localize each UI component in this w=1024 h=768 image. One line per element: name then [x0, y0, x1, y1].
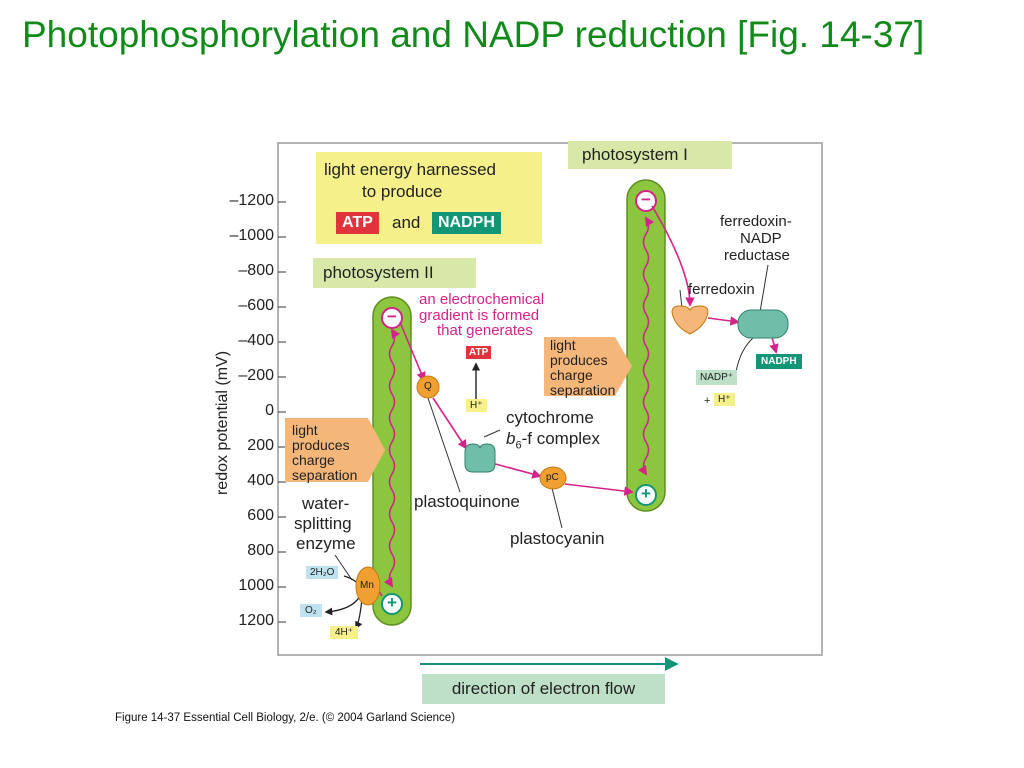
- cytochrome-rest: -f complex: [521, 429, 601, 448]
- tick-label: 400: [247, 472, 274, 489]
- arrow-q-to-cyto: [432, 397, 468, 450]
- slide-title: Photophosphorylation and NADP reduction …: [22, 14, 925, 55]
- arrow-pc-to-ps1: [564, 483, 634, 496]
- tick-label: 0: [265, 402, 274, 419]
- axis-ticks: [278, 201, 286, 623]
- tick-label: –200: [238, 367, 274, 384]
- legend-and: and: [392, 213, 421, 232]
- tick-label: 600: [247, 507, 274, 524]
- pc-carrier: [539, 466, 567, 490]
- gradient-text-line3: that generates: [437, 322, 533, 339]
- mn-label: Mn: [360, 580, 374, 591]
- cytochrome-complex-label: b6-f complex: [506, 429, 600, 451]
- electron-flow-label: direction of electron flow: [422, 674, 665, 704]
- nadp-h-badge: H⁺: [714, 393, 735, 406]
- arrow-ferredoxin-to-fnr: [707, 316, 740, 326]
- ps1-charge-text-2: produces: [550, 352, 608, 368]
- ps1-plus-sign: +: [641, 484, 651, 503]
- ps1-plus-circle: [635, 484, 657, 506]
- ps1-charge-text-4: separation: [550, 382, 616, 398]
- figure-caption: Figure 14-37 Essential Cell Biology, 2/e…: [115, 712, 456, 724]
- ps2-charge-arrow: [285, 418, 385, 482]
- ps2-charge-text-4: separation: [292, 467, 358, 483]
- legend-line2: to produce: [362, 182, 443, 201]
- cytochrome-sub: 6: [515, 439, 522, 452]
- q-label: Q: [424, 381, 432, 392]
- arrow-ps2-to-q: [399, 321, 426, 382]
- tick-label: –1000: [229, 227, 275, 244]
- legend-nadph-badge: NADPH: [432, 212, 501, 234]
- ps1-minus-circle: [635, 190, 657, 212]
- cytochrome-label: cytochrome: [506, 408, 594, 427]
- q-carrier: [416, 375, 440, 399]
- photosystem-i-label: photosystem I: [568, 141, 732, 169]
- ps1-charge-text-1: light: [550, 337, 576, 353]
- ps1-minus-sign: −: [641, 190, 651, 209]
- tick-label: 200: [247, 437, 274, 454]
- plastocyanin-label: plastocyanin: [510, 529, 605, 548]
- ps2-minus-circle: [381, 307, 403, 329]
- tick-label: 1000: [238, 577, 274, 594]
- ps2-plus-circle: [381, 593, 403, 615]
- h4-badge: 4H⁺: [330, 626, 359, 639]
- gradient-text-line1: an electrochemical: [419, 291, 545, 308]
- ps2-charge-text-2: produces: [292, 437, 350, 453]
- tick-label: 800: [247, 542, 274, 559]
- nadph-product-badge: NADPH: [756, 354, 802, 369]
- cytochrome-complex: [464, 443, 496, 473]
- fnr-label-1: ferredoxin-: [720, 213, 792, 230]
- plus-h-sign: +: [704, 395, 711, 407]
- fnr-enzyme: [737, 309, 789, 339]
- ps2-minus-sign: −: [387, 307, 397, 326]
- legend-line1: light energy harnessed: [324, 160, 497, 179]
- pc-label: pC: [546, 472, 559, 483]
- plastoquinone-label: plastoquinone: [414, 492, 520, 511]
- ps1-charge-text-3: charge: [550, 367, 593, 383]
- h2o-badge: 2H₂O: [306, 566, 339, 579]
- fnr-label-3: reductase: [724, 247, 790, 264]
- ps1-charge-arrow: [544, 337, 632, 396]
- tick-label: –800: [238, 262, 274, 279]
- mn-enzyme: [355, 566, 381, 606]
- ps2-charge-text-1: light: [292, 422, 318, 438]
- legend-atp-badge: ATP: [336, 212, 379, 234]
- ferredoxin-label: ferredoxin: [688, 281, 755, 298]
- ps2-plus-sign: +: [387, 593, 397, 612]
- water-enzyme-line3: enzyme: [296, 534, 356, 553]
- ps2-charge-text-3: charge: [292, 452, 335, 468]
- fnr-label-2: NADP: [740, 230, 782, 247]
- nadp-badge: NADP⁺: [696, 370, 738, 385]
- gradient-h-badge: H⁺: [466, 399, 487, 412]
- photosystem-ii-label: photosystem II: [313, 258, 476, 288]
- tick-label: –1200: [229, 192, 275, 209]
- ps1-wavy-path: [637, 216, 655, 476]
- arrow-cyto-to-pc: [487, 461, 542, 479]
- tick-label: –600: [238, 297, 274, 314]
- o2-badge: O₂: [300, 604, 322, 617]
- cytochrome-b: b: [506, 429, 516, 448]
- water-enzyme-line2: splitting: [294, 514, 352, 533]
- gradient-text-line2: gradient is formed: [419, 307, 540, 324]
- tick-label: 1200: [238, 612, 274, 629]
- gradient-atp-badge: ATP: [466, 346, 492, 359]
- ferredoxin-shape: [671, 305, 709, 335]
- water-enzyme-line1: water-: [302, 494, 350, 513]
- leader-lines: [334, 264, 769, 581]
- ps2-wavy-path: [383, 328, 401, 588]
- tick-label: –400: [238, 332, 274, 349]
- arrow-ps1-to-ferredoxin: [651, 205, 695, 307]
